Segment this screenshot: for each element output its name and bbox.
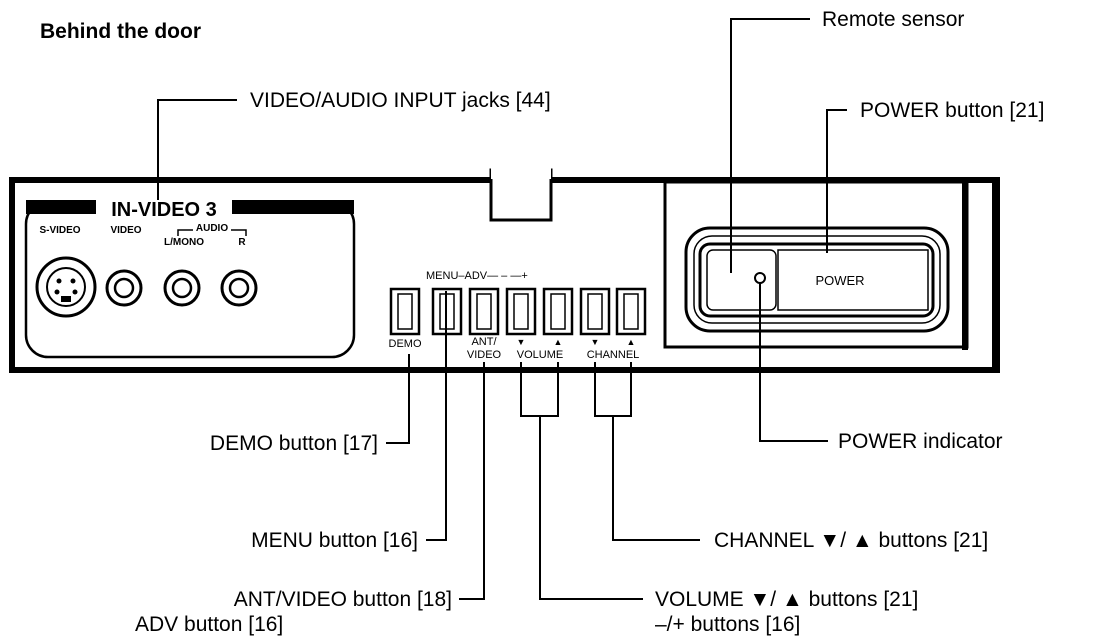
callout-labels: Remote sensor VIDEO/AUDIO INPUT jacks [4…: [135, 8, 1044, 636]
video-jack: [105, 269, 143, 307]
volume-down-arrow-label: ▼: [517, 337, 526, 347]
ant-video-button-callout: ANT/VIDEO button [18]: [234, 588, 452, 611]
channel-down-arrow-label: ▼: [591, 337, 600, 347]
power-button-label: POWER: [815, 273, 864, 288]
in-video-3-label: IN-VIDEO 3: [111, 199, 217, 221]
jack-header-gap: [96, 197, 232, 219]
r-label: R: [238, 237, 246, 248]
audio-l-jack: [163, 269, 201, 307]
panel-edge: [992, 180, 1000, 370]
power-button[interactable]: [777, 249, 929, 311]
ant-label: ANT/: [471, 336, 497, 348]
video-audio-input-callout: VIDEO/AUDIO INPUT jacks [44]: [250, 89, 551, 112]
button-row: MENU–ADV— – —+ DEMO: [389, 270, 647, 361]
svideo-jack: [35, 256, 97, 318]
video-jack-label: VIDEO: [110, 225, 141, 236]
audio-label: AUDIO: [196, 223, 228, 234]
remote-sensor-callout: Remote sensor: [822, 8, 964, 31]
audio-bracket: [177, 229, 247, 236]
volume-down-button[interactable]: [505, 287, 537, 336]
power-indicator-callout: POWER indicator: [838, 430, 1003, 453]
minus-plus-buttons-callout: –/+ buttons [16]: [655, 613, 800, 636]
volume-leader: [539, 416, 643, 600]
volume-label: VOLUME: [517, 349, 563, 361]
video-button-label: VIDEO: [467, 349, 502, 361]
volume-up-button[interactable]: [542, 287, 574, 336]
svideo-label: S-VIDEO: [39, 225, 80, 236]
remote-sensor-window: [706, 249, 777, 311]
demo-button-callout: DEMO button [17]: [210, 432, 378, 455]
volume-up-arrow-label: ▲: [554, 337, 563, 347]
power-button-leader: [826, 109, 847, 253]
channel-down-button[interactable]: [579, 287, 611, 336]
demo-label: DEMO: [389, 338, 422, 350]
menu-button-callout: MENU button [16]: [251, 529, 418, 552]
remote-sensor-leader: [730, 18, 810, 273]
door-recess-shadow: [962, 182, 968, 350]
audio-r-jack: [220, 269, 258, 307]
menu-leader: [426, 291, 447, 541]
menu-adv-top-label: MENU–ADV— – —+: [426, 270, 528, 282]
demo-button[interactable]: [389, 287, 421, 336]
channel-up-button[interactable]: [615, 287, 647, 336]
input-jack-area: IN-VIDEO 3 S-VIDEO VIDEO AUDIO L/MONO R: [24, 197, 356, 359]
ant-video-button[interactable]: [468, 287, 500, 336]
video-audio-input-leader: [157, 99, 237, 200]
ant-video-leader: [459, 362, 485, 600]
channel-buttons-callout: CHANNEL ▼/ ▲ buttons [21]: [714, 529, 988, 552]
lmono-label: L/MONO: [164, 237, 204, 248]
adv-button-callout: ADV button [16]: [135, 613, 283, 636]
channel-label: CHANNEL: [587, 349, 640, 361]
diagram-heading: Behind the door: [40, 20, 201, 43]
power-indicator-light: [754, 272, 766, 284]
demo-leader: [386, 354, 410, 444]
channel-leader: [612, 416, 700, 541]
power-indicator-leader: [759, 283, 828, 442]
power-button-callout: POWER button [21]: [860, 99, 1044, 122]
power-module: POWER: [684, 226, 950, 333]
volume-buttons-callout: VOLUME ▼/ ▲ buttons [21]: [655, 588, 918, 611]
leader-lines: [157, 18, 847, 600]
panel-notch-cover: [491, 165, 551, 179]
channel-up-arrow-label: ▲: [627, 337, 636, 347]
